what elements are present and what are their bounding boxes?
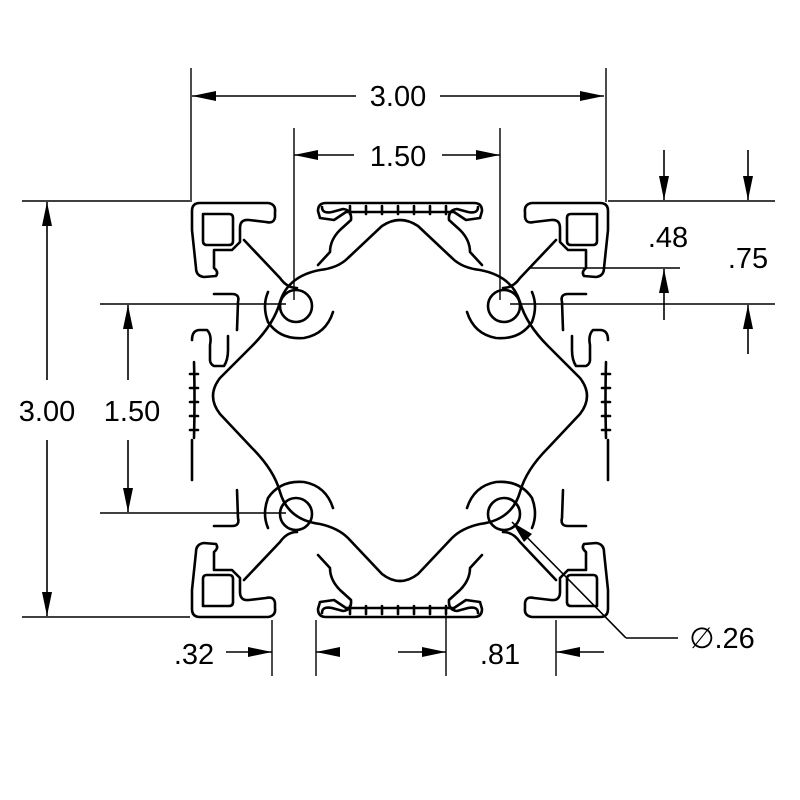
dim-overall-width: 3.00	[370, 81, 426, 113]
dim-slot-opening: .81	[480, 639, 520, 671]
bottom-center-slot	[316, 598, 484, 619]
dim-hole-offset-vertical: .48	[648, 222, 688, 254]
dimension-lines	[42, 91, 753, 657]
corner-top-right	[447, 201, 610, 340]
dim-slot-depth: .75	[728, 243, 768, 275]
corner-bottom-left	[190, 480, 353, 619]
extrusion-profile	[188, 201, 612, 619]
dim-hole-spacing-horizontal: 1.50	[370, 141, 426, 173]
dim-overall-height: 3.00	[19, 396, 75, 428]
dim-hole-spacing-vertical: 1.50	[104, 396, 160, 428]
corner-top-left	[190, 201, 353, 340]
extension-lines	[22, 68, 775, 676]
top-slot-ribs	[348, 204, 448, 216]
top-center-slot	[316, 201, 484, 222]
corner-bottom-right	[447, 480, 610, 619]
dimension-labels: 3.00 1.50 3.00 1.50 .48 .75 .32 .81 ∅.26	[19, 81, 768, 671]
dim-hole-diameter: ∅.26	[689, 623, 755, 655]
side-groove-right	[570, 328, 612, 440]
bottom-slot-ribs	[348, 604, 448, 616]
dim-slot-lip: .32	[174, 639, 214, 671]
center-void	[211, 218, 589, 583]
side-groove-left	[188, 328, 230, 440]
